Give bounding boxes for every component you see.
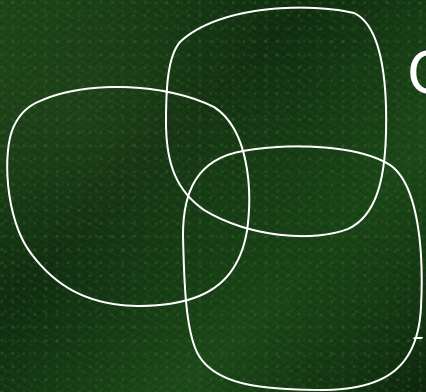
bottom-rounded-outline-shape — [183, 146, 422, 390]
left-rounded-outline-shape — [7, 87, 249, 306]
top-rounded-outline-shape — [166, 8, 386, 236]
partial-right-edge-glyph: C — [407, 44, 426, 102]
